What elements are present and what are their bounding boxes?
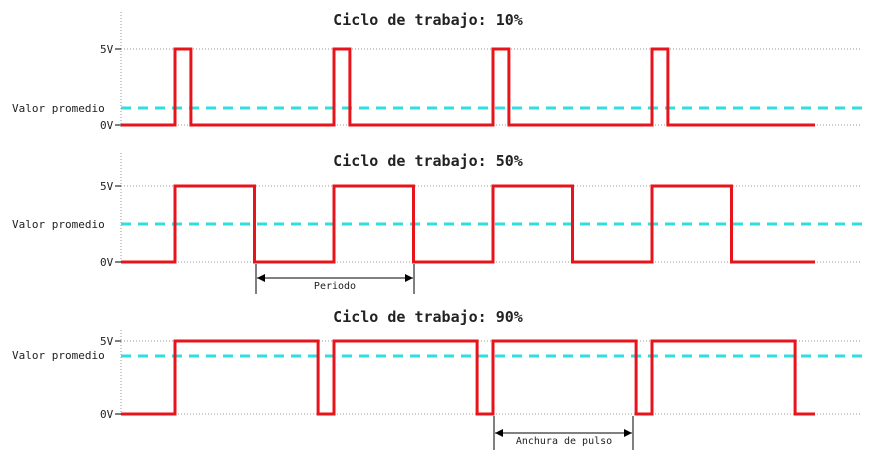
label-5v: 5V bbox=[100, 43, 114, 56]
label-5v: 5V bbox=[100, 335, 114, 348]
pwm-waveform bbox=[121, 184, 815, 264]
label-average: Valor promedio bbox=[12, 218, 105, 231]
pwm-waveform bbox=[121, 339, 815, 416]
label-average: Valor promedio bbox=[12, 102, 105, 115]
panel-title: Ciclo de trabajo: 50% bbox=[333, 152, 523, 170]
panel-90: Ciclo de trabajo: 90% 5V Valor promedio … bbox=[12, 308, 862, 450]
pulse-arrow-left bbox=[495, 429, 503, 437]
label-0v: 0V bbox=[100, 119, 114, 132]
label-0v: 0V bbox=[100, 256, 114, 269]
panel-title: Ciclo de trabajo: 10% bbox=[333, 11, 523, 29]
label-0v: 0V bbox=[100, 408, 114, 421]
panel-10: Ciclo de trabajo: 10% 5V Valor promedio … bbox=[12, 11, 862, 132]
pulse-width-label: Anchura de pulso bbox=[516, 436, 612, 447]
label-average: Valor promedio bbox=[12, 349, 105, 362]
panel-50: Ciclo de trabajo: 50% 5V Valor promedio … bbox=[12, 152, 862, 294]
panel-title: Ciclo de trabajo: 90% bbox=[333, 308, 523, 326]
period-arrow-left bbox=[257, 274, 265, 282]
pwm-waveform bbox=[121, 47, 815, 127]
period-label: Periodo bbox=[314, 281, 356, 292]
label-5v: 5V bbox=[100, 180, 114, 193]
period-annotation: Periodo bbox=[255, 264, 415, 294]
pulse-width-annotation: Anchura de pulso bbox=[493, 416, 634, 450]
pulse-arrow-right bbox=[624, 429, 632, 437]
period-arrow-right bbox=[405, 274, 413, 282]
